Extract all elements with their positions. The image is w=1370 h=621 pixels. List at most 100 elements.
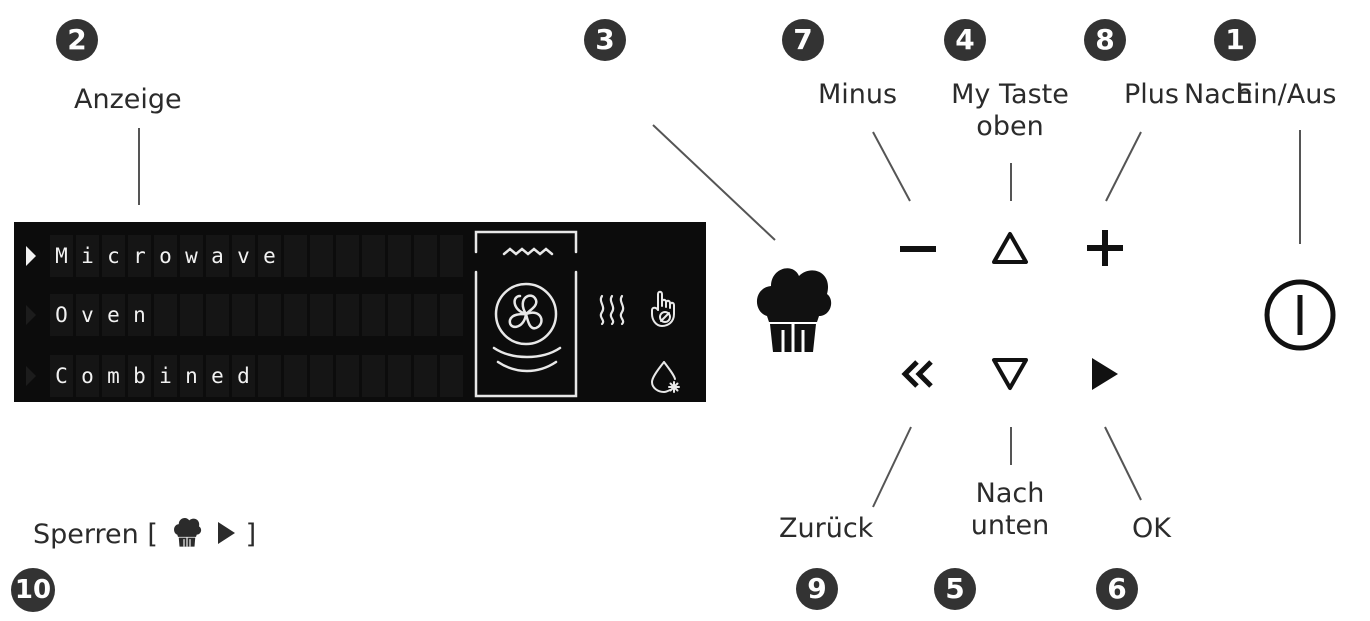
play-icon bbox=[218, 522, 236, 544]
display-cell bbox=[284, 355, 307, 397]
badge-6: 6 bbox=[1096, 568, 1138, 610]
leader-plus bbox=[1105, 131, 1142, 202]
label-plus: Plus bbox=[1124, 79, 1179, 110]
leader-ok bbox=[1104, 426, 1142, 501]
display-cell bbox=[258, 294, 281, 336]
chef-hat-icon bbox=[174, 517, 202, 547]
chef-hat-icon[interactable] bbox=[753, 262, 833, 354]
display-cell bbox=[76, 355, 99, 397]
display-char: r bbox=[133, 244, 146, 268]
display-cell bbox=[102, 235, 125, 277]
display-char: M bbox=[55, 244, 68, 268]
display-cell bbox=[232, 294, 255, 336]
display-cell bbox=[310, 235, 333, 277]
play-triangle-icon[interactable] bbox=[1084, 354, 1124, 394]
badge-5: 5 bbox=[934, 568, 976, 610]
badge-7: 7 bbox=[782, 19, 824, 61]
row-indicator bbox=[26, 305, 36, 325]
display-cell bbox=[310, 294, 333, 336]
label-sperren: Sperren [ ] bbox=[33, 515, 256, 551]
display-cell bbox=[388, 294, 411, 336]
row-selected-indicator bbox=[26, 246, 36, 266]
label-nach-oben: Nach bbox=[1184, 79, 1253, 110]
label-nach-unten: Nach unten bbox=[970, 478, 1050, 542]
display-cell bbox=[284, 235, 307, 277]
fan-oven-icon bbox=[474, 230, 578, 398]
display-cell bbox=[206, 294, 229, 336]
display-cell bbox=[180, 235, 203, 277]
display-panel: MicrowaveMicrowaveOvenOvenCombinedCombin… bbox=[14, 222, 706, 402]
display-char: O bbox=[55, 303, 68, 327]
display-char: i bbox=[81, 244, 94, 268]
display-cell bbox=[206, 235, 229, 277]
row-indicator bbox=[26, 366, 36, 386]
drop-star-icon bbox=[650, 361, 680, 394]
display-char: n bbox=[185, 364, 198, 388]
label-zurueck: Zurück bbox=[779, 513, 874, 544]
display-cell bbox=[154, 355, 177, 397]
display-cell bbox=[128, 235, 151, 277]
leader-minus bbox=[872, 131, 911, 202]
display-char: C bbox=[55, 364, 68, 388]
sperren-close-bracket: ] bbox=[245, 519, 257, 550]
display-cell bbox=[362, 355, 385, 397]
label-anzeige: Anzeige bbox=[74, 84, 182, 115]
plus-icon[interactable] bbox=[1085, 228, 1125, 268]
hand-lock-icon bbox=[651, 290, 675, 328]
display-cell bbox=[336, 294, 359, 336]
display-cell bbox=[258, 235, 281, 277]
badge-1: 1 bbox=[1214, 19, 1256, 61]
sperren-text: Sperren [ bbox=[33, 519, 158, 550]
display-cell bbox=[440, 294, 463, 336]
double-chevron-left-icon[interactable] bbox=[897, 354, 941, 394]
display-cell bbox=[362, 294, 385, 336]
display-cell bbox=[414, 235, 437, 277]
display-cell bbox=[310, 355, 333, 397]
display-cell bbox=[206, 355, 229, 397]
badge-4: 4 bbox=[944, 19, 986, 61]
display-cell bbox=[50, 294, 73, 336]
display-cell bbox=[180, 355, 203, 397]
display-cell bbox=[232, 355, 255, 397]
display-cell bbox=[50, 235, 73, 277]
display-cell bbox=[154, 294, 177, 336]
display-cell bbox=[258, 355, 281, 397]
triangle-up-icon[interactable] bbox=[990, 228, 1030, 268]
display-cell bbox=[336, 235, 359, 277]
display-cell bbox=[232, 235, 255, 277]
display-cell bbox=[440, 355, 463, 397]
triangle-down-icon[interactable] bbox=[990, 354, 1030, 394]
display-char: w bbox=[185, 244, 198, 268]
display-char: e bbox=[263, 244, 276, 268]
display-char: n bbox=[133, 303, 146, 327]
display-cell bbox=[362, 235, 385, 277]
display-cell bbox=[440, 235, 463, 277]
label-ein-aus: Ein/Aus bbox=[1236, 79, 1337, 110]
display-cell bbox=[180, 294, 203, 336]
badge-9: 9 bbox=[796, 568, 838, 610]
display-cell bbox=[50, 355, 73, 397]
display-char: a bbox=[211, 244, 224, 268]
display-cell bbox=[154, 235, 177, 277]
display-char: e bbox=[211, 364, 224, 388]
leader-3 bbox=[652, 124, 776, 241]
display-cell bbox=[336, 355, 359, 397]
badge-8: 8 bbox=[1084, 19, 1126, 61]
display-cell bbox=[414, 355, 437, 397]
minus-icon[interactable] bbox=[898, 229, 938, 269]
display-char: i bbox=[159, 364, 172, 388]
display-char: o bbox=[81, 364, 94, 388]
label-minus: Minus bbox=[818, 79, 898, 110]
display-cell bbox=[388, 355, 411, 397]
display-cell bbox=[128, 294, 151, 336]
display-char: v bbox=[81, 303, 94, 327]
badge-10: 10 bbox=[11, 568, 55, 612]
badge-3: 3 bbox=[584, 19, 626, 61]
power-icon[interactable] bbox=[1262, 277, 1338, 353]
heat-waves-icon bbox=[599, 294, 625, 326]
display-char: v bbox=[237, 244, 250, 268]
display-cell bbox=[388, 235, 411, 277]
display-cell bbox=[102, 294, 125, 336]
display-char: m bbox=[107, 364, 120, 388]
